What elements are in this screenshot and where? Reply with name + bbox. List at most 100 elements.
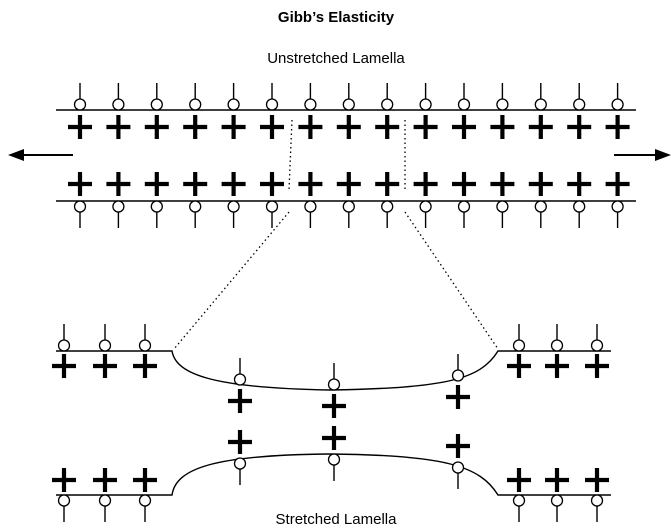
stretched-interface-upper	[56, 350, 611, 391]
surfactant-molecule-icon	[138, 494, 152, 522]
surfactant-molecule-icon	[73, 83, 87, 111]
charge-plus-icon	[183, 172, 208, 196]
charge-plus-icon	[144, 115, 169, 139]
charge-plus-icon	[106, 172, 131, 196]
surfactant-molecule-icon	[573, 200, 586, 228]
diagram-title: Gibb’s Elasticity	[278, 9, 395, 26]
charge-plus-icon	[228, 430, 252, 454]
surfactant-molecule-icon	[451, 461, 465, 489]
surfactant-molecule-icon	[327, 363, 341, 391]
surfactant-molecule-icon	[496, 200, 509, 228]
surfactant-molecule-icon	[189, 200, 202, 228]
charge-plus-icon	[490, 172, 515, 196]
surfactant-molecule-icon	[381, 200, 394, 228]
surfactant-molecule-icon	[304, 200, 317, 228]
surfactant-molecule-icon	[611, 83, 624, 111]
surfactant-molecule-icon	[381, 83, 394, 111]
charge-plus-icon	[507, 468, 531, 492]
right-pull-arrow-icon	[614, 149, 671, 161]
surfactant-molecule-icon	[112, 200, 125, 228]
charge-plus-icon	[567, 115, 592, 139]
surfactant-molecule-icon	[189, 83, 202, 111]
surfactant-molecule-icon	[233, 457, 247, 485]
surfactant-molecule-icon	[73, 200, 87, 228]
surfactant-molecule-icon	[457, 200, 471, 228]
charge-plus-icon	[490, 115, 515, 139]
surfactant-molecule-icon	[227, 83, 240, 111]
charge-plus-icon	[144, 172, 169, 196]
zoom-guide-left	[173, 211, 290, 350]
charge-plus-icon	[183, 115, 208, 139]
charge-plus-icon	[93, 468, 117, 492]
surfactant-molecules	[52, 83, 630, 522]
charge-plus-icon	[446, 434, 470, 458]
surfactant-molecule-icon	[98, 494, 112, 522]
surfactant-molecule-icon	[590, 324, 604, 352]
charge-plus-icon	[452, 115, 476, 139]
charge-plus-icon	[52, 468, 76, 492]
surfactant-molecule-icon	[342, 83, 355, 111]
charge-plus-icon	[605, 115, 630, 139]
charge-plus-icon	[221, 115, 246, 139]
zoom-guide-right	[404, 211, 499, 350]
surfactant-molecule-icon	[457, 83, 471, 111]
surfactant-molecule-icon	[265, 83, 279, 111]
charge-plus-icon	[528, 115, 553, 139]
charge-plus-icon	[545, 354, 569, 378]
left-pull-arrow-icon	[8, 149, 73, 161]
surfactant-molecule-icon	[451, 354, 465, 382]
surfactant-molecule-icon	[150, 200, 163, 228]
charge-plus-icon	[68, 115, 92, 139]
surfactant-molecule-icon	[150, 83, 163, 111]
surfactant-molecule-icon	[550, 494, 564, 522]
charge-plus-icon	[221, 172, 246, 196]
stretched-label: Stretched Lamella	[276, 511, 398, 528]
surfactant-molecule-icon	[512, 494, 526, 522]
charge-plus-icon	[228, 389, 252, 413]
charge-plus-icon	[545, 468, 569, 492]
surfactant-molecule-icon	[611, 200, 624, 228]
charge-plus-icon	[336, 115, 361, 139]
charge-plus-icon	[585, 354, 609, 378]
surfactant-molecule-icon	[573, 83, 586, 111]
charge-plus-icon	[133, 468, 157, 492]
stretched-interface-lower	[56, 453, 611, 496]
charge-plus-icon	[260, 115, 284, 139]
charge-plus-icon	[585, 468, 609, 492]
charge-plus-icon	[106, 115, 131, 139]
surfactant-molecule-icon	[98, 324, 112, 352]
charge-plus-icon	[507, 354, 531, 378]
surfactant-molecule-icon	[419, 200, 432, 228]
surfactant-molecule-icon	[57, 494, 71, 522]
charge-plus-icon	[528, 172, 553, 196]
surfactant-molecule-icon	[265, 200, 279, 228]
charge-plus-icon	[133, 354, 157, 378]
charge-plus-icon	[298, 172, 323, 196]
charge-plus-icon	[375, 115, 400, 139]
surfactant-molecule-icon	[342, 200, 355, 228]
zoom-guide-left	[288, 119, 293, 191]
surfactant-molecule-icon	[550, 324, 564, 352]
charge-plus-icon	[375, 172, 400, 196]
charge-plus-icon	[322, 394, 346, 418]
surfactant-molecule-icon	[304, 83, 317, 111]
charge-plus-icon	[93, 354, 117, 378]
surfactant-molecule-icon	[512, 324, 526, 352]
charge-plus-icon	[336, 172, 361, 196]
surfactant-molecule-icon	[534, 83, 547, 111]
charge-plus-icon	[298, 115, 323, 139]
surfactant-molecule-icon	[590, 494, 604, 522]
charge-plus-icon	[68, 172, 92, 196]
charge-plus-icon	[52, 354, 76, 378]
surfactant-molecule-icon	[534, 200, 547, 228]
surfactant-molecule-icon	[496, 83, 509, 111]
charge-plus-icon	[260, 172, 284, 196]
surfactant-molecule-icon	[227, 200, 240, 228]
charge-plus-icon	[413, 172, 438, 196]
surfactant-molecule-icon	[138, 324, 152, 352]
charge-plus-icon	[567, 172, 592, 196]
surfactant-molecule-icon	[233, 358, 247, 386]
charge-plus-icon	[446, 385, 470, 409]
charge-plus-icon	[413, 115, 438, 139]
